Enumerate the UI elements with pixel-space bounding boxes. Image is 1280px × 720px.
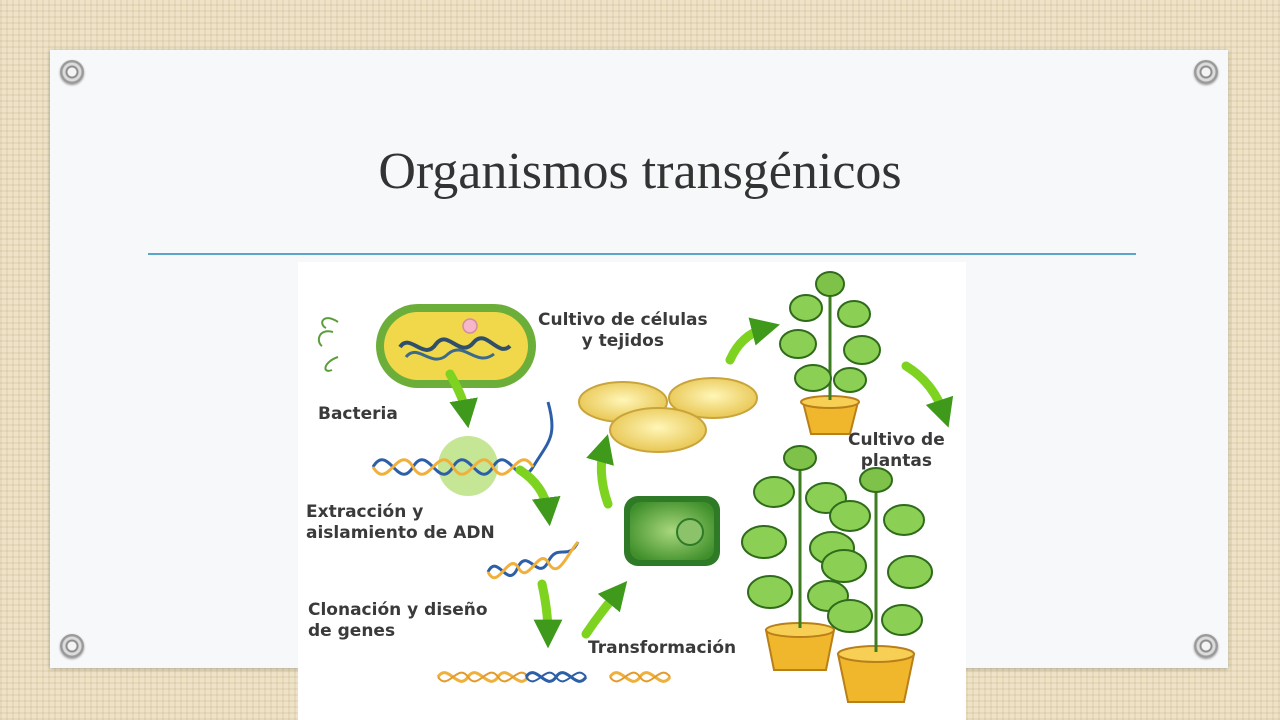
arrow-bacteria-to-dna bbox=[445, 369, 478, 429]
large-plants-icon bbox=[741, 445, 933, 703]
slide-title: Organismos transgénicos bbox=[378, 143, 902, 200]
bottom-left-grommet bbox=[60, 634, 84, 658]
label-clonacion-genes: Clonación y diseño de genes bbox=[308, 600, 488, 641]
plant-cell-icon bbox=[624, 496, 720, 566]
dna-segment-icon bbox=[486, 540, 580, 580]
arrow-dna-to-extraction bbox=[515, 465, 561, 527]
bottom-right-grommet bbox=[1194, 634, 1218, 658]
label-bacteria: Bacteria bbox=[318, 404, 398, 424]
title-divider bbox=[148, 253, 1136, 255]
diagram-artwork bbox=[317, 271, 954, 703]
arrow-plant-to-crop bbox=[901, 361, 954, 428]
label-cultivo-celulas: Cultivo de células y tejidos bbox=[538, 310, 708, 351]
arrow-cell-to-culture bbox=[586, 434, 614, 509]
label-transformacion: Transformación bbox=[588, 638, 737, 658]
arrow-cloning-to-transformation bbox=[581, 580, 628, 639]
arrow-extraction-to-cloning bbox=[533, 579, 563, 649]
process-arrows bbox=[445, 317, 954, 649]
label-cultivo-plantas: Cultivo de plantas bbox=[848, 430, 945, 471]
petri-dishes-icon bbox=[578, 377, 758, 453]
top-right-grommet bbox=[1194, 60, 1218, 84]
gene-fragments-icon bbox=[436, 671, 672, 683]
arrow-culture-to-plant bbox=[725, 317, 780, 365]
highlight-blob bbox=[438, 436, 498, 496]
dna-strand-icon bbox=[371, 401, 554, 476]
transgenic-process-diagram: Bacteria Extracción y aislamiento de ADN… bbox=[298, 262, 966, 720]
top-left-grommet bbox=[60, 60, 84, 84]
bacteria-icon bbox=[317, 304, 536, 388]
label-extraccion-adn: Extracción y aislamiento de ADN bbox=[306, 502, 495, 543]
potted-plant-icon bbox=[779, 271, 881, 435]
